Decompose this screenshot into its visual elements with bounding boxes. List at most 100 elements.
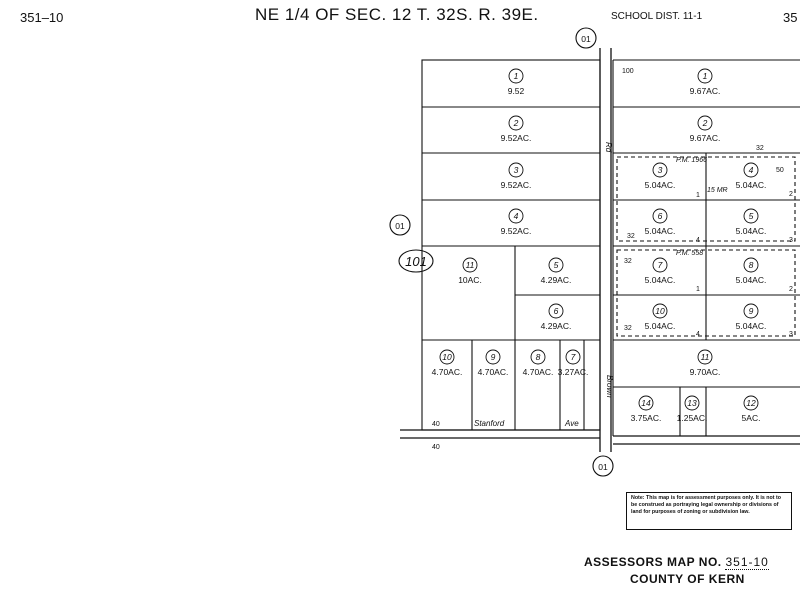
book-page-left: 01 <box>395 221 405 231</box>
parcel-number-circle <box>684 395 700 411</box>
right-parcel-area-1: 9.67AC. <box>690 86 721 96</box>
street-label-ave: Ave <box>564 419 579 428</box>
dimension-100: 100 <box>622 68 634 75</box>
right-parcel-number-6: 5 <box>749 211 754 221</box>
left-parcel-area-8: 4.70AC. <box>432 367 463 377</box>
right-parcel-number-14: 12 <box>746 398 756 408</box>
right-parcel-number-2: 2 <box>702 118 708 128</box>
left-parcel-number-3: 3 <box>514 165 519 175</box>
pm-edge-mark: 32 <box>627 233 635 240</box>
left-parcel-number-6: 5 <box>554 260 559 270</box>
right-parcel-number-13: 13 <box>687 398 697 408</box>
right-parcel-number-12: 14 <box>641 398 651 408</box>
book-page-top-marker <box>575 27 597 49</box>
left-parcel-number-11: 7 <box>571 352 576 362</box>
right-parcel-area-3: 5.04AC. <box>645 180 676 190</box>
left-parcel-area-11: 3.27AC. <box>558 367 589 377</box>
left-parcel-area-9: 4.70AC. <box>478 367 509 377</box>
left-parcel-area-3: 9.52AC. <box>501 180 532 190</box>
parcel-number-circle <box>652 303 668 319</box>
parcel-number-circle <box>439 349 455 365</box>
right-parcel-area-14: 5AC. <box>742 413 761 423</box>
right-parcel-number-8: 8 <box>749 260 754 270</box>
parcel-number-circle <box>508 68 524 84</box>
right-parcel-number-4: 4 <box>749 165 754 175</box>
parcel-number-circle <box>530 349 546 365</box>
right-parcel-area-10: 5.04AC. <box>736 321 767 331</box>
right-parcel-area-2: 9.67AC. <box>690 133 721 143</box>
assessors-map-number: ASSESSORS MAP NO. 351-10 <box>584 555 769 570</box>
left-parcel-area-10: 4.70AC. <box>523 367 554 377</box>
book-page-top: 01 <box>581 34 591 44</box>
map-number-left: 351–10 <box>20 10 64 25</box>
parcel-number-circle <box>638 395 654 411</box>
school-district: SCHOOL DIST. 11-1 <box>611 11 703 22</box>
right-parcel-number-7: 7 <box>658 260 663 270</box>
book-page-bottom-marker <box>592 455 614 477</box>
right-parcel-area-7: 5.04AC. <box>645 275 676 285</box>
right-parcel-number-1: 1 <box>703 71 708 81</box>
parcel-number-circle <box>565 349 581 365</box>
parcel-number-circle <box>462 257 478 273</box>
left-parcel-number-2: 2 <box>513 118 519 128</box>
parcel-number-circle <box>652 208 668 224</box>
parcel-number-circle <box>548 303 564 319</box>
parcel-map-1966-boundary <box>616 156 796 242</box>
pm-edge-mark: 2 <box>789 191 793 198</box>
street-label-rd: Rd <box>604 142 613 153</box>
parcel-map-label-1966: P.M. 1966 <box>676 157 707 164</box>
parcel-number-circle <box>508 162 524 178</box>
parcel-number-circle <box>743 257 759 273</box>
left-parcel-number-8: 10 <box>442 352 452 362</box>
map-title: NE 1/4 OF SEC. 12 T. 32S. R. 39E. <box>255 5 539 24</box>
parcel-number-circle <box>743 208 759 224</box>
pm-edge-mark: 4 <box>696 331 700 338</box>
dimension-40-bottom: 40 <box>432 444 440 451</box>
left-parcel-number-10: 8 <box>536 352 541 362</box>
left-parcel-area-1: 9.52 <box>508 86 525 96</box>
left-parcel-number-4: 4 <box>514 211 519 221</box>
parcel-number-circle <box>652 162 668 178</box>
left-parcel-area-4: 9.52AC. <box>501 226 532 236</box>
pm-edge-mark: 32 <box>624 325 632 332</box>
parcel-map-label-558: P.M. 558 <box>676 250 703 257</box>
book-page-left-marker <box>389 214 411 236</box>
pm-edge-mark: 3 <box>789 331 793 338</box>
right-parcel-number-9: 10 <box>655 306 665 316</box>
left-parcel-number-1: 1 <box>514 71 519 81</box>
recorded-map-label: 15 MR <box>707 187 728 194</box>
parcel-number-circle <box>697 349 713 365</box>
map-number-right: 35 <box>783 10 798 25</box>
left-parcel-area-7: 4.29AC. <box>541 321 572 331</box>
parcel-map-558-boundary <box>616 249 796 337</box>
assessors-map-value: 351-10 <box>725 555 769 570</box>
right-parcel-area-4: 5.04AC. <box>736 180 767 190</box>
right-parcel-number-5: 6 <box>658 211 663 221</box>
left-parcel-number-9: 9 <box>491 352 496 362</box>
pm-edge-mark: 1 <box>696 286 700 293</box>
left-parcel-number-7: 6 <box>554 306 559 316</box>
left-parcel-area-5: 10AC. <box>458 275 482 285</box>
assessment-note: Note: This map is for assessment purpose… <box>626 492 792 530</box>
county-name: COUNTY OF KERN <box>630 572 745 586</box>
pm-edge-mark: 50 <box>776 167 784 174</box>
parcel-number-circle <box>652 257 668 273</box>
street-label-stanford: Stanford <box>474 419 505 428</box>
right-parcel-area-13: 1.25AC. <box>677 413 708 423</box>
book-page-101-marker <box>398 249 434 273</box>
parcel-number-circle <box>485 349 501 365</box>
assessors-map-label: ASSESSORS MAP NO. <box>584 555 722 569</box>
right-parcel-number-10: 9 <box>749 306 754 316</box>
street-label-brown: Brown <box>605 375 614 398</box>
pm-edge-mark: 3 <box>789 237 793 244</box>
right-parcel-number-3: 3 <box>658 165 663 175</box>
right-parcel-number-11: 11 <box>701 352 710 362</box>
pm-edge-mark: 4 <box>696 237 700 244</box>
parcel-number-circle <box>508 115 524 131</box>
pm-edge-mark: 2 <box>789 286 793 293</box>
right-parcel-area-9: 5.04AC. <box>645 321 676 331</box>
pm-edge-mark: 32 <box>624 258 632 265</box>
pm-edge-mark: 1 <box>696 192 700 199</box>
book-page-101: 101 <box>405 254 427 269</box>
